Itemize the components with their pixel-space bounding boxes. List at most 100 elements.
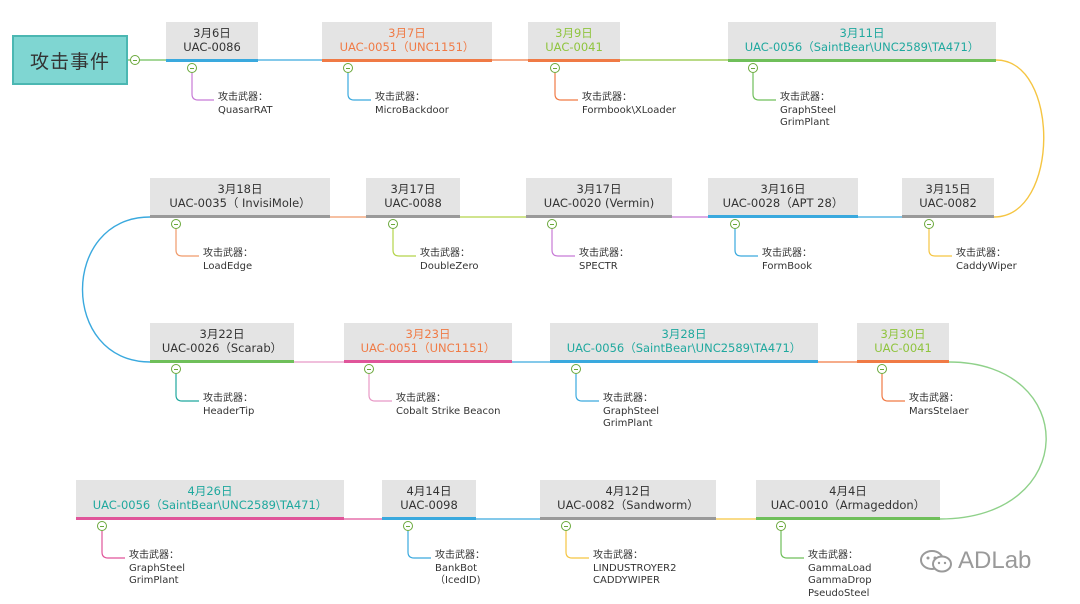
weapon-connector (175, 229, 199, 257)
weapon-item: Cobalt Strike Beacon (396, 405, 501, 417)
event-collapse-toggle[interactable] (547, 219, 557, 229)
event-collapse-toggle[interactable] (364, 364, 374, 374)
weapon-item: GrimPlant (129, 575, 179, 586)
weapon-label: 攻击武器： (956, 248, 1006, 259)
event-date: 4月4日 (829, 484, 867, 498)
weapon-connector (575, 374, 599, 402)
event-underline (344, 360, 512, 363)
weapon-list: 攻击武器：LoadEdge (203, 248, 253, 273)
event-collapse-toggle[interactable] (571, 364, 581, 374)
weapon-item: GraphSteel (603, 405, 660, 417)
event-collapse-toggle[interactable] (776, 521, 786, 531)
weapon-item: MicroBackdoor (375, 104, 449, 116)
event-date: 3月9日 (555, 26, 593, 40)
weapon-list: 攻击武器：MicroBackdoor (375, 92, 449, 117)
weapon-item: QuasarRAT (218, 104, 273, 116)
event-collapse-toggle[interactable] (187, 63, 197, 73)
event-group: UAC-0026（Scarab） (161, 341, 283, 355)
weapon-item: GammaDrop (808, 575, 872, 586)
event-collapse-toggle[interactable] (877, 364, 887, 374)
root-node-attack-events[interactable]: 攻击事件 (12, 35, 128, 85)
weapon-connector (752, 73, 776, 101)
event-underline (150, 360, 294, 363)
event-group: UAC-0051（UNC1151） (360, 341, 496, 355)
weapon-list: 攻击武器：HeaderTip (203, 393, 254, 418)
weapon-item: CADDYWIPER (593, 575, 660, 586)
event-date: 3月22日 (199, 327, 245, 341)
event-date: 3月6日 (193, 26, 231, 40)
weapon-connector (175, 374, 199, 402)
weapon-item: HeaderTip (203, 405, 255, 417)
event-collapse-toggle[interactable] (730, 219, 740, 229)
event-underline (756, 517, 940, 520)
weapon-connector (368, 374, 392, 402)
weapon-list: 攻击武器：SPECTR (579, 248, 629, 273)
weapon-item: （IcedID) (435, 575, 481, 586)
weapon-label: 攻击武器： (203, 393, 253, 404)
event-collapse-toggle[interactable] (171, 219, 181, 229)
event-collapse-toggle[interactable] (561, 521, 571, 531)
event-group: UAC-0088 (384, 196, 442, 210)
event-collapse-toggle[interactable] (924, 219, 934, 229)
event-group: UAC-0051（UNC1151） (339, 40, 475, 54)
weapon-list: 攻击武器：BankBot（IcedID) (435, 550, 485, 588)
event-group: UAC-0020 (Vermin) (543, 196, 655, 210)
weapon-item: LoadEdge (203, 260, 253, 272)
weapon-item: GrimPlant (780, 117, 830, 128)
event-underline (902, 215, 994, 218)
spine-curve-left (81, 216, 151, 363)
weapon-label: 攻击武器： (375, 92, 425, 103)
event-group: UAC-0086 (183, 40, 241, 54)
weapon-label: 攻击武器： (203, 248, 253, 259)
weapon-item: GraphSteel (780, 104, 837, 116)
event-collapse-toggle[interactable] (171, 364, 181, 374)
weapon-item: FormBook (762, 260, 813, 272)
weapon-item: DoubleZero (420, 260, 479, 272)
event-group: UAC-0056（SaintBear\UNC2589\TA471） (92, 498, 328, 512)
event-underline (708, 215, 858, 218)
event-date: 3月16日 (760, 182, 806, 196)
event-group: UAC-0041 (874, 341, 932, 355)
event-date: 3月7日 (388, 26, 426, 40)
event-collapse-toggle[interactable] (97, 521, 107, 531)
event-underline (728, 59, 996, 62)
weapon-connector (780, 531, 804, 559)
weapon-list: 攻击武器：MarsStelaer (909, 393, 969, 418)
weapon-list: 攻击武器：Cobalt Strike Beacon (396, 393, 500, 418)
weapon-label: 攻击武器： (582, 92, 632, 103)
event-date: 4月14日 (406, 484, 452, 498)
event-collapse-toggle[interactable] (748, 63, 758, 73)
root-collapse-toggle[interactable] (130, 55, 140, 65)
brand-text: ADLab (958, 547, 1032, 574)
weapon-connector (191, 73, 214, 101)
event-date: 3月18日 (217, 182, 263, 196)
event-collapse-toggle[interactable] (388, 219, 398, 229)
weapon-label: 攻击武器： (435, 550, 485, 561)
weapon-connector (551, 229, 575, 257)
event-collapse-toggle[interactable] (343, 63, 353, 73)
spine-curve-right-1 (993, 59, 1045, 218)
event-collapse-toggle[interactable] (403, 521, 413, 531)
event-collapse-toggle[interactable] (550, 63, 560, 73)
event-date: 4月12日 (605, 484, 651, 498)
adlab-logo: ADLab (918, 544, 1031, 578)
